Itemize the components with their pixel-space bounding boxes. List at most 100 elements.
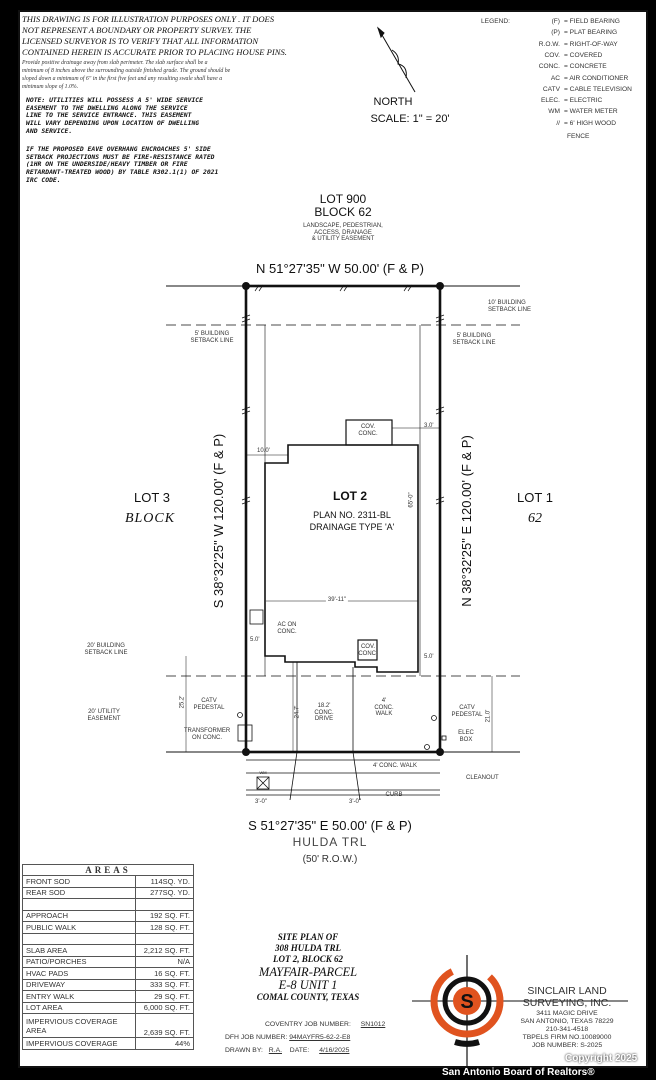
area-value: 6,000 SQ. FT. bbox=[135, 1001, 194, 1014]
lot-1-label: LOT 1 bbox=[517, 490, 553, 505]
area-value bbox=[135, 898, 194, 911]
legend-value: = AIR CONDITIONER bbox=[564, 74, 629, 82]
drainage-note: Provide positive drainage away from slab… bbox=[22, 59, 230, 91]
area-value bbox=[135, 932, 194, 945]
company-logo: S bbox=[412, 955, 628, 1068]
board-watermark: San Antonio Board of Realtors® bbox=[442, 1067, 595, 1078]
area-label: LOT AREA bbox=[22, 1001, 136, 1014]
legend-value: = ELECTRIC bbox=[564, 97, 603, 105]
area-label: REAR SOD bbox=[22, 886, 136, 899]
lot-2-label: LOT 2 bbox=[332, 489, 368, 503]
legend-value: = COVERED bbox=[564, 51, 603, 59]
covered-concrete-rear bbox=[345, 419, 393, 446]
disclaimer: THIS DRAWING IS FOR ILLUSTRATION PURPOSE… bbox=[22, 14, 287, 58]
area-value: 2,639 SQ. FT. bbox=[135, 1013, 194, 1038]
note-line: minimum slope of 1.0%. bbox=[22, 84, 79, 90]
legend-value: = RIGHT-OF-WAY bbox=[564, 40, 618, 48]
area-label: IMPERVIOUS COVERAGE AREA bbox=[22, 1013, 136, 1038]
dim-21ft: 21.0' bbox=[485, 709, 492, 723]
dfh-job: DFH JOB NUMBER: 94MAYFR5-62-2-E8 bbox=[225, 1034, 351, 1041]
area-label: DRIVEWAY bbox=[22, 978, 136, 991]
utility-note: NOTE: UTILITIES WILL POSSESS A 5' WIDE S… bbox=[26, 96, 203, 135]
copyright-watermark: Copyright 2025 bbox=[565, 1053, 638, 1064]
note-line: SETBACK PROJECTIONS MUST BE FIRE-RESISTA… bbox=[26, 152, 215, 161]
north-arrow-icon bbox=[376, 26, 416, 93]
area-value: 2,212 SQ. FT. bbox=[135, 944, 194, 957]
dim-65ft: 65'-0" bbox=[408, 492, 415, 508]
disclaimer-line: THIS DRAWING IS FOR ILLUSTRATION PURPOSE… bbox=[22, 14, 275, 24]
legend-key: (F) bbox=[551, 18, 560, 25]
area-value: 16 SQ. FT. bbox=[135, 967, 194, 980]
drainage-type: DRAINAGE TYPE 'A' bbox=[309, 522, 395, 532]
dim-5ft-west: 5.0' bbox=[250, 637, 260, 643]
drawn-by: DRAWN BY: R.A. DATE: 4/16/2025 bbox=[225, 1047, 350, 1054]
disclaimer-line: LICENSED SURVEYOR IS TO VERIFY THAT ALL … bbox=[22, 36, 259, 46]
west-bearing: S 38°32'25" W 120.00' (F & P) bbox=[210, 433, 226, 609]
water-meter-icon bbox=[256, 776, 270, 790]
dim-25-2ft: 25.2' bbox=[179, 695, 186, 709]
cov-conc-rear-label: COV.CONC. bbox=[358, 424, 378, 437]
legend-key: AC bbox=[550, 74, 560, 82]
legend-title: LEGEND: bbox=[481, 18, 510, 25]
dim-3ft-flare-east: 3'-0" bbox=[349, 799, 361, 805]
lot-3-label: LOT 3 bbox=[134, 490, 170, 505]
ac-pad bbox=[249, 609, 264, 625]
note-line: IF THE PROPOSED EAVE OVERHANG ENCROACHES… bbox=[26, 145, 211, 153]
area-label bbox=[22, 932, 136, 945]
note-line: LINE TO THE SERVICE ENTRANCE. THIS EASEM… bbox=[26, 111, 192, 120]
area-label: FRONT SOD bbox=[22, 875, 136, 888]
area-label: PUBLIC WALK bbox=[22, 921, 136, 934]
dim-10ft: 10.0' bbox=[257, 448, 270, 454]
dim-39ft: 39'-11" bbox=[325, 597, 349, 604]
public-walk-label: 4' CONC. WALK bbox=[373, 763, 417, 769]
area-label: IMPERVIOUS COVERAGE bbox=[22, 1037, 136, 1050]
area-value: 277SQ. YD. bbox=[135, 886, 194, 899]
cov-conc-front-label: COV.CONC. bbox=[358, 644, 378, 657]
note-line: NOTE: UTILITIES WILL POSSESS A 5' WIDE S… bbox=[26, 96, 203, 104]
area-label: ENTRY WALK bbox=[22, 990, 136, 1003]
areas-row bbox=[22, 898, 194, 911]
block-label: BLOCK bbox=[124, 511, 176, 526]
areas-row bbox=[22, 932, 194, 945]
legend-value: = CABLE TELEVISION bbox=[564, 85, 632, 93]
house-footprint bbox=[264, 444, 419, 673]
note-line: minimum of 8 inches above the surroundin… bbox=[22, 68, 231, 74]
dim-3ft-flare-west: 3'-0" bbox=[255, 799, 267, 805]
north-label: NORTH bbox=[373, 96, 413, 108]
legend-value: = FIELD BEARING bbox=[564, 18, 620, 25]
scale-label: SCALE: 1" = 20' bbox=[370, 113, 450, 125]
note-line: sloped down a minimum of 6" in the first… bbox=[22, 76, 223, 82]
dim-3ft: 3.0' bbox=[424, 423, 434, 429]
curb-label: CURB bbox=[385, 792, 403, 798]
dim-24-7ft: 24.7' bbox=[294, 705, 301, 719]
area-value: 114SQ. YD. bbox=[135, 875, 194, 888]
south-bearing: S 51°27'35" E 50.00' (F & P) bbox=[248, 818, 412, 833]
block-number-label: 62 bbox=[528, 511, 542, 526]
area-value: N/A bbox=[135, 955, 194, 968]
area-label: HVAC PADS bbox=[22, 967, 136, 980]
